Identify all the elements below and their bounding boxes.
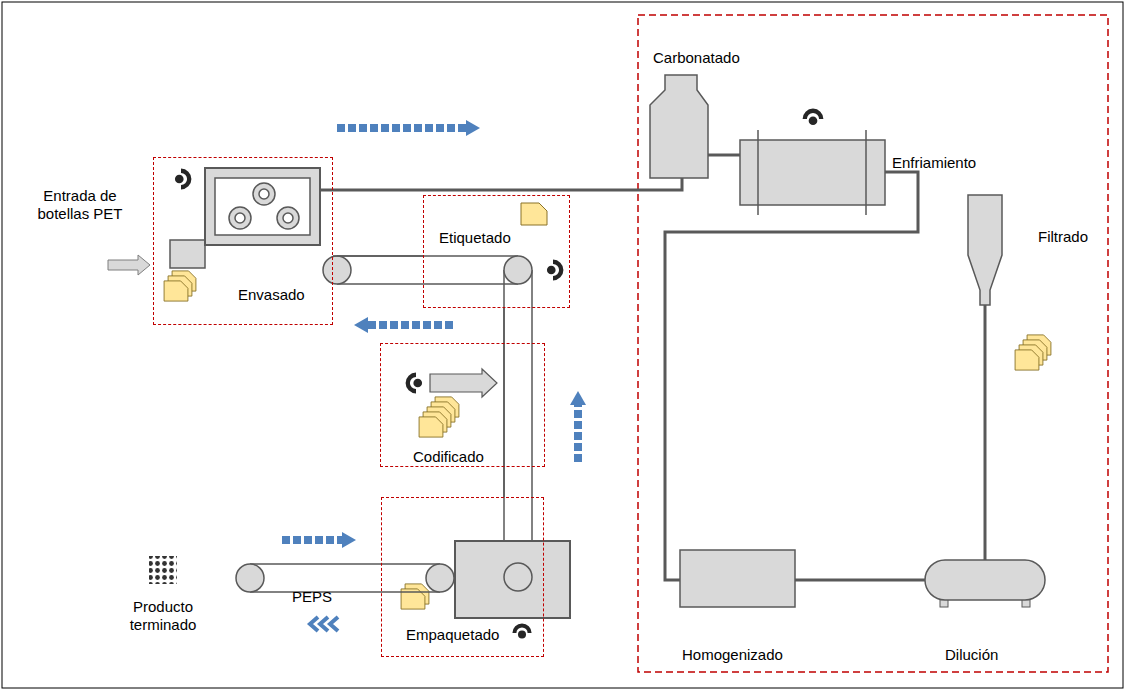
pipe: [333, 178, 682, 190]
pipe: [665, 172, 918, 580]
process-station: Empaquetado: [381, 497, 544, 657]
station-label: Etiquetado: [439, 229, 511, 247]
equipment: Homogenizado: [680, 550, 795, 607]
output-label: Producto terminado: [113, 598, 213, 634]
pipe: [795, 580, 925, 581]
station-label: Carbonatado: [653, 49, 740, 67]
fifo-label: PEPS: [287, 588, 337, 606]
process-station: Etiquetado: [423, 195, 570, 308]
equipment: Filtrado: [968, 195, 1002, 305]
process-station: Codificado: [380, 343, 545, 467]
process-station: Envasado: [153, 157, 333, 325]
station-label: Dilución: [945, 646, 998, 664]
station-label: Enfriamiento: [892, 154, 976, 172]
station-label: Envasado: [238, 286, 305, 304]
equipment: Dilución: [925, 560, 1045, 600]
conveyor: [504, 308, 505, 497]
station-label: Empaquetado: [406, 626, 499, 644]
conveyor: [333, 256, 423, 257]
station-label: Homogenizado: [682, 646, 783, 664]
equipment: Carbonatado: [650, 75, 708, 178]
pipe: [985, 305, 986, 560]
pipe: [708, 155, 740, 156]
station-label: Filtrado: [1038, 228, 1088, 246]
input-label: Entrada de botellas PET: [30, 187, 130, 223]
station-label: Codificado: [413, 448, 484, 466]
equipment: Enfriamiento: [740, 140, 885, 205]
